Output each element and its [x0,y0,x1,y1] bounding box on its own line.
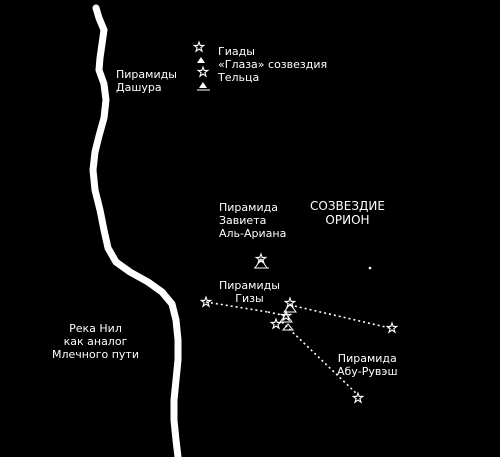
label-nile: Река Нил как аналог Млечного пути [52,322,139,361]
nile-river [89,4,182,457]
pyramid-icon [279,313,293,323]
label-giza: Пирамиды Гизы [219,279,280,305]
label-zawiyet: Пирамида Завиета Аль-Ариана [219,201,287,240]
label-orion-constellation: СОЗВЕЗДИЕ ОРИОН [310,199,385,227]
pyramid-icon [281,323,295,331]
star-dot [368,266,372,270]
orion-lines [205,301,391,396]
star-icon [193,41,205,52]
pyramid-icon [199,82,207,88]
star-icon [200,296,212,307]
label-dashur: Пирамиды Дашура [116,68,177,94]
label-hyades: Гиады «Глаза» созвездия Тельца [218,45,328,84]
star-icon [386,322,398,333]
star-icon [197,66,209,77]
pyramid-icon [283,303,297,313]
star-icon [352,392,364,403]
label-abu-rawash: Пирамида Абу-Рувэш [337,352,398,378]
pyramid-icon [197,57,205,63]
star-icon [270,318,282,329]
